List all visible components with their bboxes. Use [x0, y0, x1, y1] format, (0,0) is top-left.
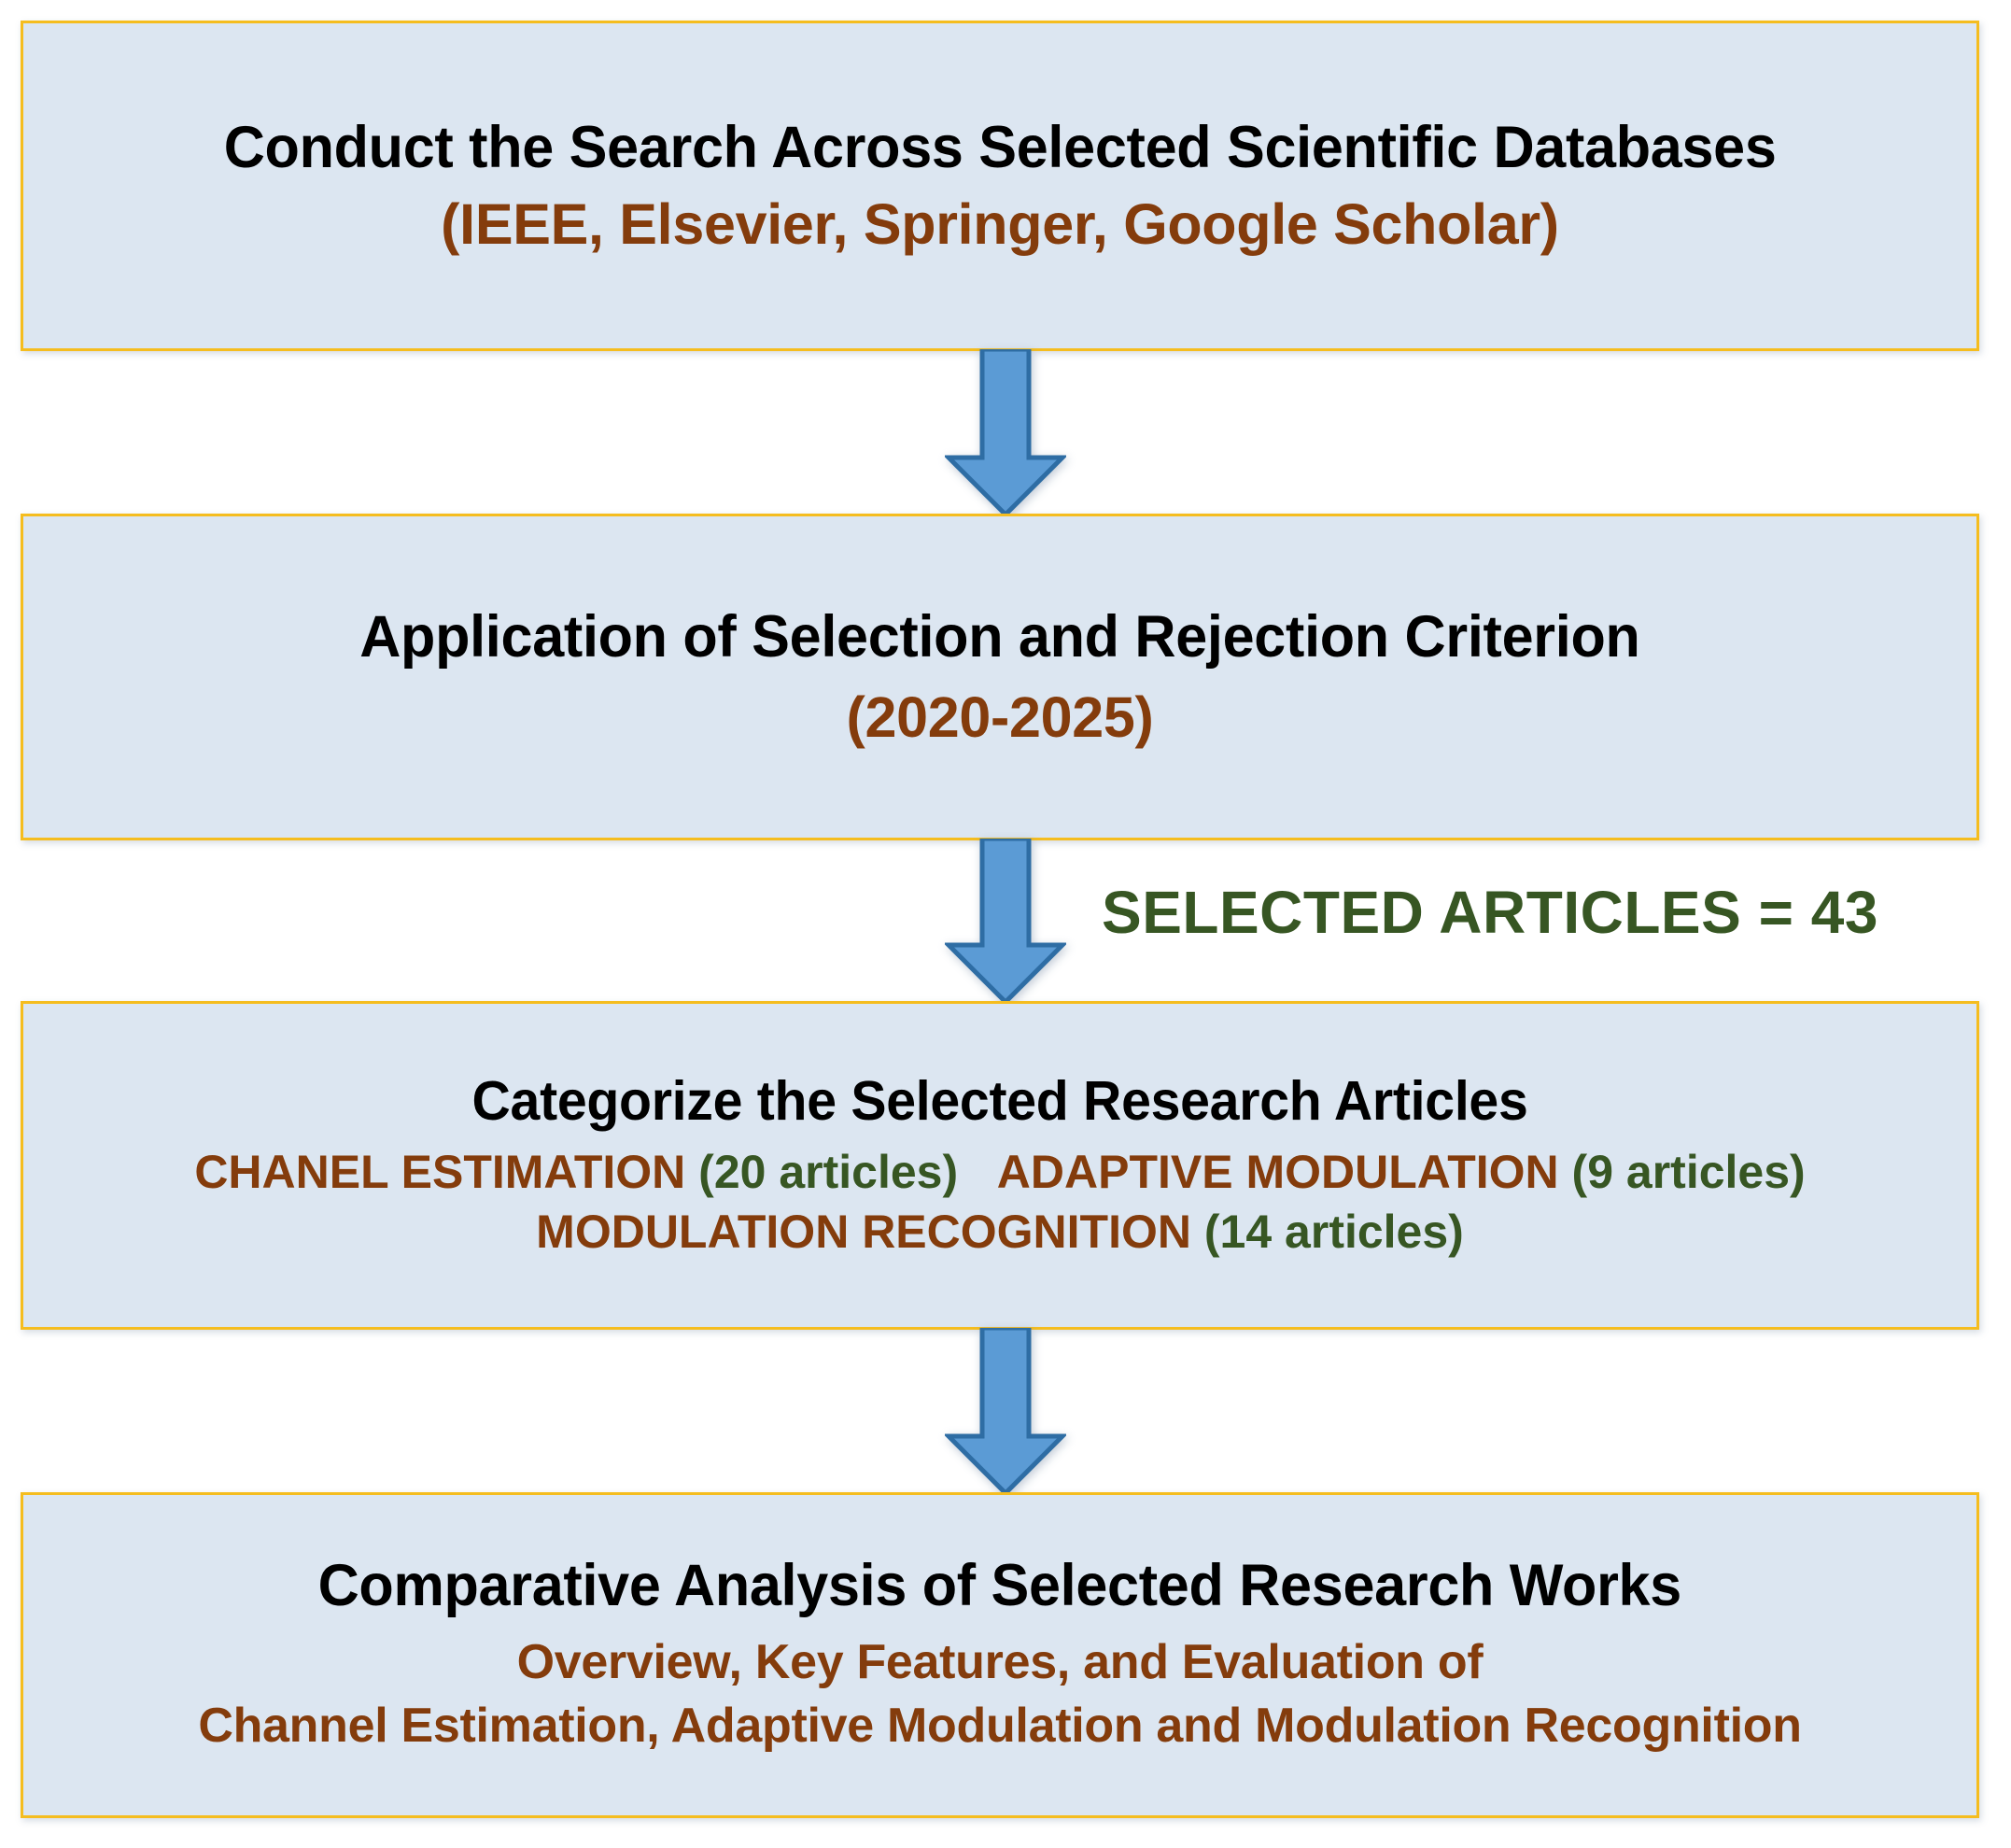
flow-step-comparative-subtitle-line2: Channel Estimation, Adaptive Modulation …: [198, 1699, 1802, 1754]
flow-step-criteria-title: Application of Selection and Rejection C…: [359, 604, 1640, 670]
flow-step-categorize-title: Categorize the Selected Research Article…: [471, 1069, 1528, 1132]
flow-step-search[interactable]: Conduct the Search Across Selected Scien…: [21, 21, 1979, 351]
down-arrow-icon: [942, 836, 1069, 1006]
flow-step-comparative[interactable]: Comparative Analysis of Selected Researc…: [21, 1492, 1979, 1818]
flow-step-search-title: Conduct the Search Across Selected Scien…: [223, 115, 1777, 181]
flow-step-search-subtitle: (IEEE, Elsevier, Springer, Google Schola…: [441, 192, 1559, 257]
selected-articles-label: SELECTED ARTICLES = 43: [1102, 879, 1878, 946]
category-row-2: MODULATION RECOGNITION (14 articles): [536, 1202, 1464, 1262]
category-row-1: CHANEL ESTIMATION (20 articles) ADAPTIVE…: [194, 1142, 1805, 1202]
category-count-adaptive-modulation: (9 articles): [1571, 1146, 1806, 1199]
category-label-adaptive-modulation: ADAPTIVE MODULATION: [996, 1146, 1559, 1199]
category-count-channel-estimation: (20 articles): [698, 1146, 959, 1199]
flow-step-comparative-title: Comparative Analysis of Selected Researc…: [317, 1553, 1682, 1619]
flow-step-comparative-subtitle-line1: Overview, Key Features, and Evaluation o…: [516, 1635, 1484, 1690]
flow-step-criteria[interactable]: Application of Selection and Rejection C…: [21, 514, 1979, 840]
down-arrow-icon: [942, 1325, 1069, 1497]
category-label-channel-estimation: CHANEL ESTIMATION: [194, 1146, 686, 1199]
category-label-modulation-recognition: MODULATION RECOGNITION: [536, 1206, 1191, 1259]
down-arrow-icon: [942, 346, 1069, 518]
flow-step-categorize[interactable]: Categorize the Selected Research Article…: [21, 1001, 1979, 1330]
category-count-modulation-recognition: (14 articles): [1203, 1206, 1464, 1259]
flow-step-criteria-subtitle: (2020-2025): [846, 685, 1154, 750]
